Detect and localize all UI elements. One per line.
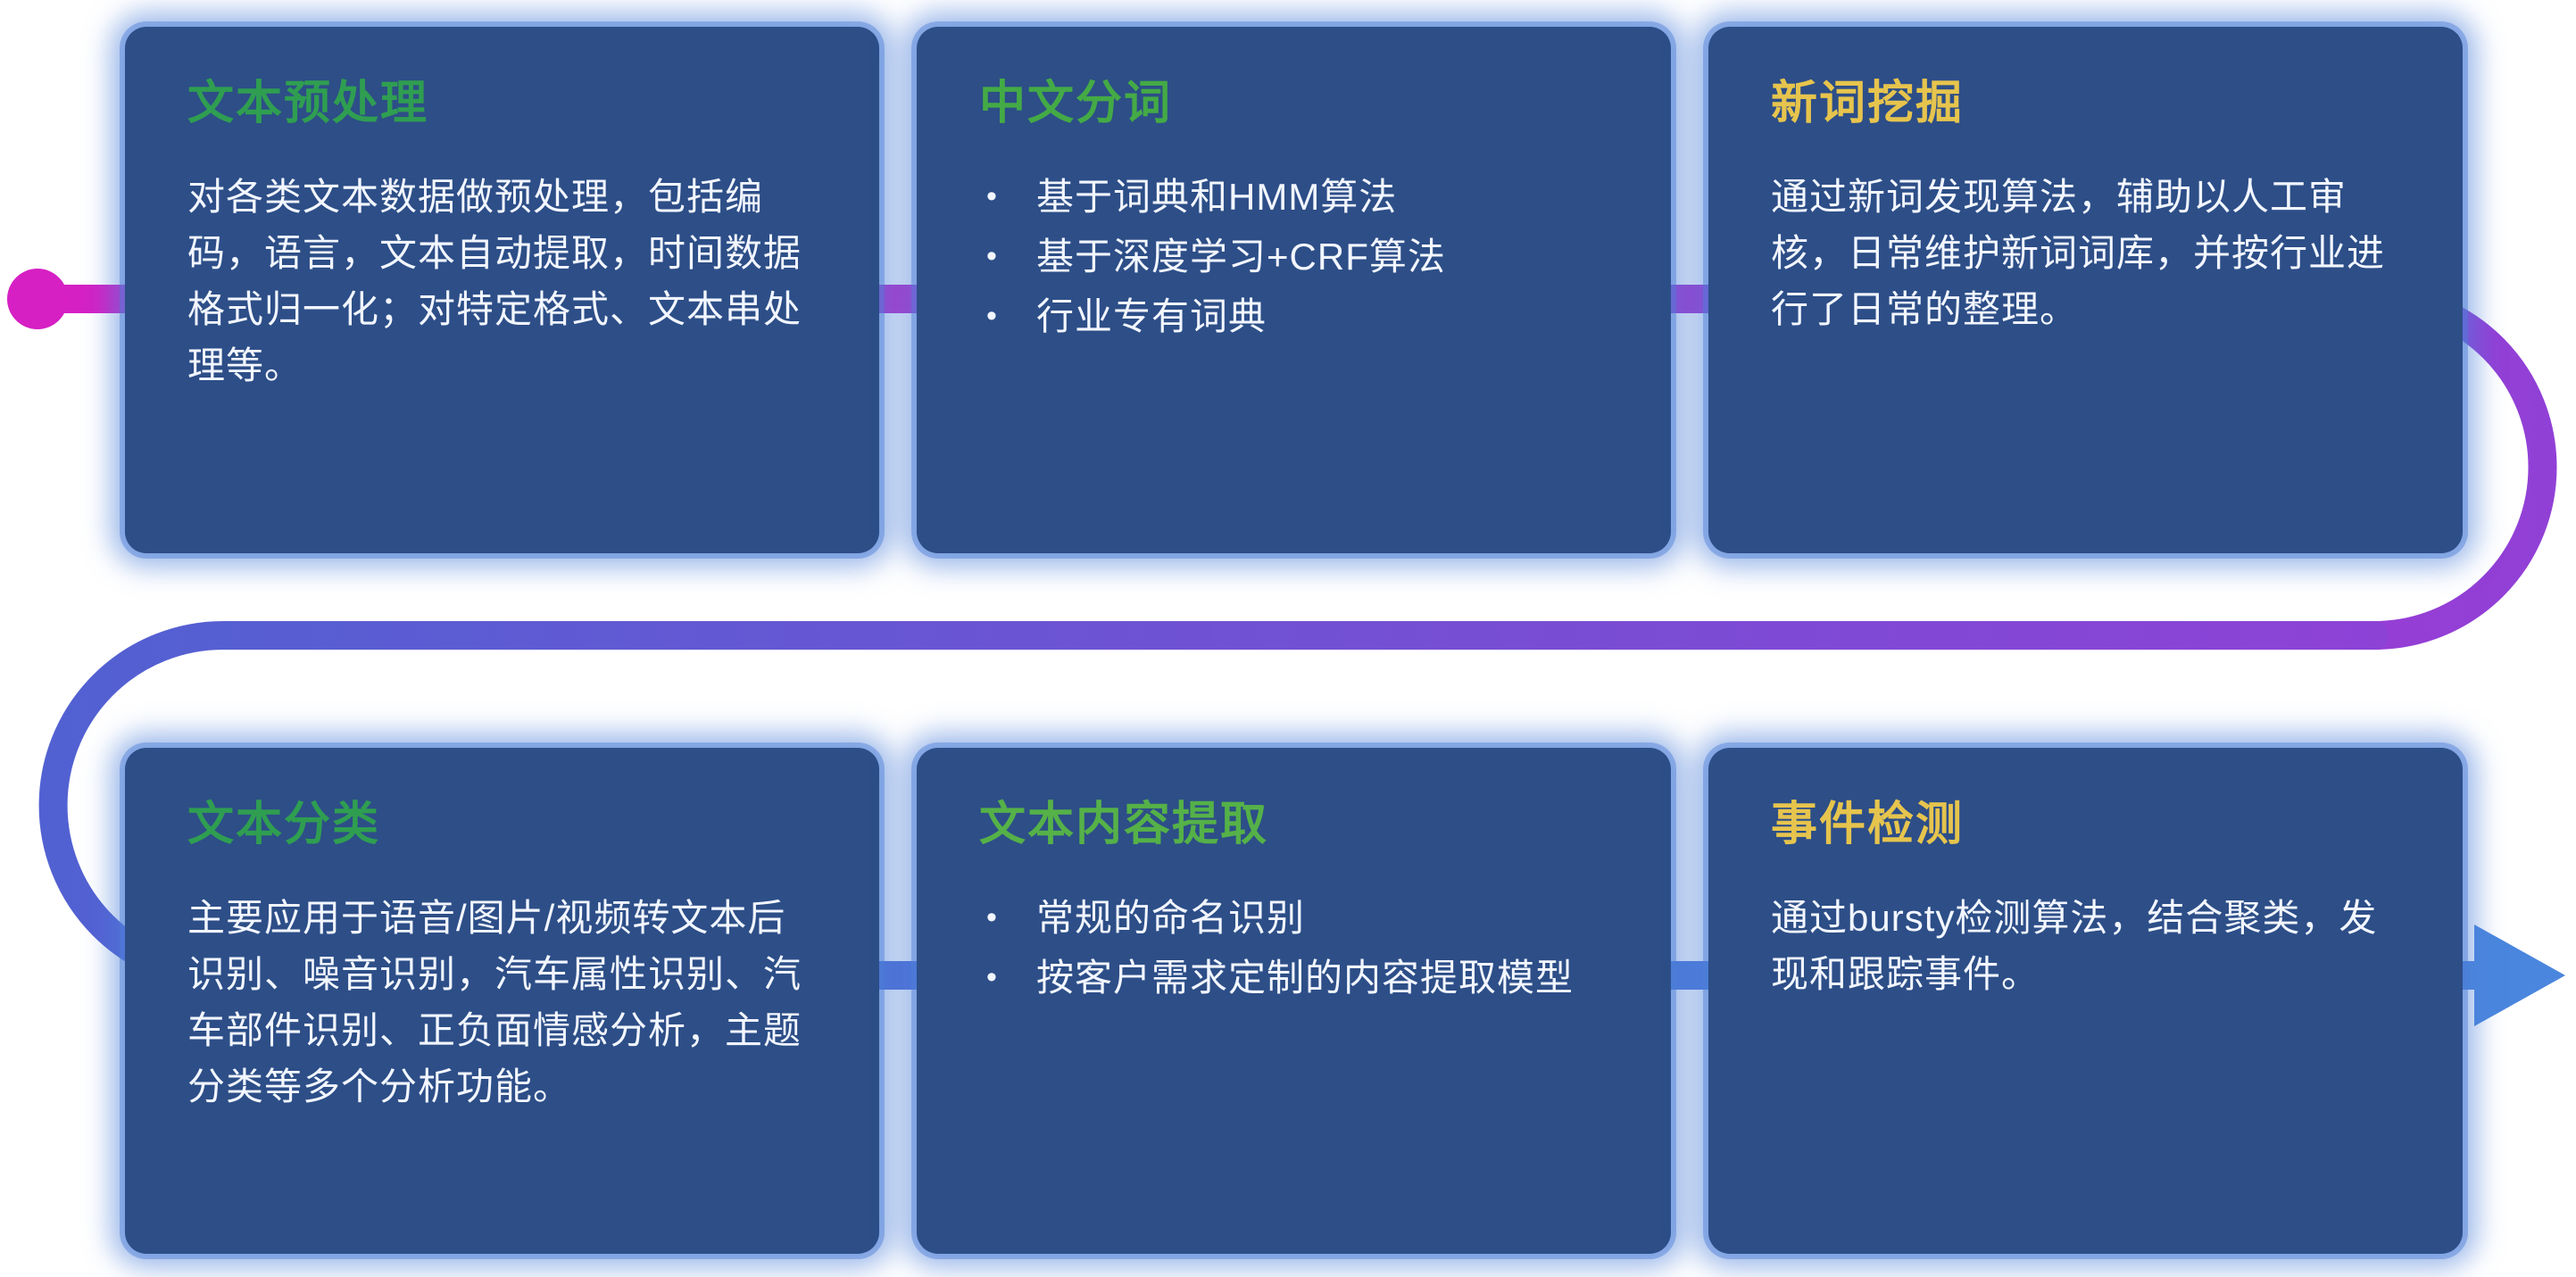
bullet-icon: • (986, 239, 998, 274)
list-item: • 基于深度学习+CRF算法 (979, 228, 1616, 285)
bullet-icon: • (986, 299, 998, 334)
list-item-text: 常规的命名识别 (1036, 897, 1306, 940)
list-item-text: 基于深度学习+CRF算法 (1036, 236, 1446, 278)
list-item: • 基于词典和HMM算法 (979, 169, 1616, 225)
card-title: 新词挖掘 (1771, 78, 1965, 129)
flow-start-dot-icon (7, 269, 68, 329)
card-row-top: 文本预处理 对各类文本数据做预处理，包括编码，语言，文本自动提取，时间数据格式归… (125, 27, 2463, 553)
card-title: 事件检测 (1771, 799, 1965, 850)
card-text-classification: 文本分类 主要应用于语音/图片/视频转文本后识别、噪音识别，汽车属性识别、汽车部… (125, 748, 879, 1254)
card-body-text: 通过新词发现算法，辅助以人工审核，日常维护新词词库，并按行业进行了日常的整理。 (1771, 176, 2386, 331)
list-item: • 行业专有词典 (979, 288, 1616, 344)
list-item-text: 行业专有词典 (1036, 295, 1267, 338)
list-item: • 按客户需求定制的内容提取模型 (979, 949, 1616, 1006)
card-title: 文本预处理 (187, 78, 429, 129)
card-body-text: 通过bursty检测算法，结合聚类，发现和跟踪事件。 (1771, 897, 2378, 996)
card-new-word-mining: 新词挖掘 通过新词发现算法，辅助以人工审核，日常维护新词词库，并按行业进行了日常… (1708, 27, 2463, 553)
card-body-text: 对各类文本数据做预处理，包括编码，语言，文本自动提取，时间数据格式归一化；对特定… (187, 176, 802, 387)
list-item-text: 按客户需求定制的内容提取模型 (1036, 957, 1575, 999)
card-text-preprocessing: 文本预处理 对各类文本数据做预处理，包括编码，语言，文本自动提取，时间数据格式归… (125, 27, 879, 553)
card-title: 文本分类 (187, 799, 381, 850)
card-title: 文本内容提取 (979, 799, 1269, 850)
flow-end-arrow-icon (2474, 925, 2565, 1026)
card-body-text: 主要应用于语音/图片/视频转文本后识别、噪音识别，汽车属性识别、汽车部件识别、正… (187, 897, 802, 1108)
bullet-icon: • (986, 179, 998, 214)
bullet-icon: • (986, 960, 998, 995)
card-event-detection: 事件检测 通过bursty检测算法，结合聚类，发现和跟踪事件。 (1708, 748, 2463, 1254)
card-bullet-list: • 基于词典和HMM算法 • 基于深度学习+CRF算法 • 行业专有词典 (979, 169, 1616, 344)
list-item: • 常规的命名识别 (979, 890, 1616, 946)
bullet-icon: • (986, 900, 998, 935)
list-item-text: 基于词典和HMM算法 (1036, 176, 1398, 219)
card-text-content-extraction: 文本内容提取 • 常规的命名识别 • 按客户需求定制的内容提取模型 (917, 748, 1671, 1254)
card-title: 中文分词 (979, 78, 1173, 129)
card-bullet-list: • 常规的命名识别 • 按客户需求定制的内容提取模型 (979, 890, 1616, 1006)
card-chinese-word-segmentation: 中文分词 • 基于词典和HMM算法 • 基于深度学习+CRF算法 • 行业专有词… (917, 27, 1671, 553)
card-row-bottom: 文本分类 主要应用于语音/图片/视频转文本后识别、噪音识别，汽车属性识别、汽车部… (125, 748, 2463, 1254)
